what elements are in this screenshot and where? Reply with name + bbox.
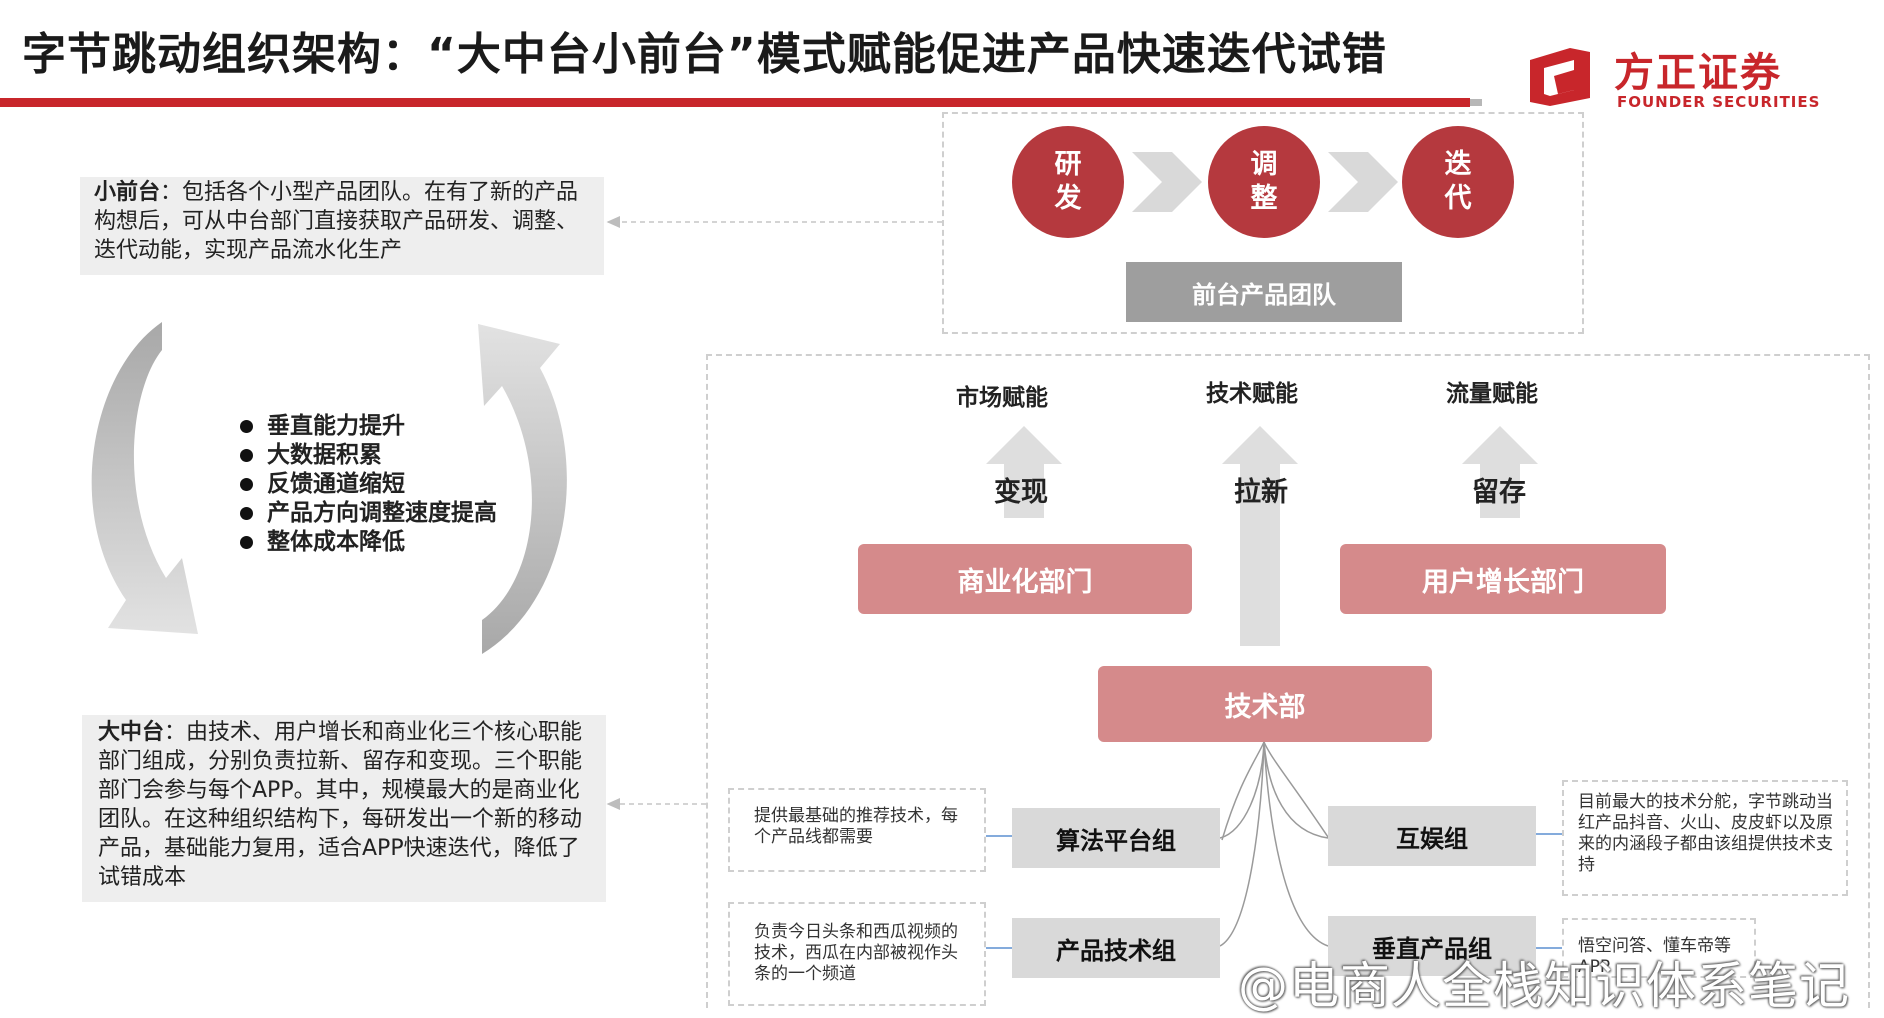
front-team-container: [942, 112, 1584, 334]
acquire-label: 拉新: [1234, 477, 1288, 508]
big-middle-note-title: 大中台: [98, 720, 165, 745]
step-adjust-circle: 调整: [1208, 126, 1320, 238]
list-item: 产品方向调整速度提高: [240, 499, 497, 528]
small-front-note-text: ：包括各个小型产品团队。在有了新的产品构想后，可从中台部门直接获取产品研发、调整…: [94, 180, 579, 263]
chevron-right-icon: [1328, 152, 1398, 212]
market-empower-label: 市场赋能: [956, 385, 1048, 411]
tech-dept-box: 技术部: [1098, 666, 1432, 742]
cycle-arrows: [91, 322, 567, 654]
list-item: 整体成本降低: [240, 528, 497, 557]
growth-dept-box: 用户增长部门: [1340, 544, 1666, 614]
vertical-group-desc: 悟空问答、懂车帝等APP: [1562, 918, 1756, 978]
traffic-empower-label: 流量赋能: [1446, 381, 1538, 407]
front-team-label: 前台产品团队: [1126, 262, 1402, 322]
algo-group-box: 算法平台组: [1012, 808, 1220, 868]
chevron-right-icon: [1132, 152, 1202, 212]
cycle-arrow-left: [91, 322, 198, 634]
tech-empower-label: 技术赋能: [1206, 381, 1298, 407]
list-item: 反馈通道缩短: [240, 470, 497, 499]
bullet-icon: [240, 478, 253, 491]
entertainment-group-box: 互娱组: [1328, 806, 1536, 866]
title-underline-accent: [1470, 99, 1482, 106]
title-underline: [0, 98, 1470, 107]
product-tech-group-box: 产品技术组: [1012, 918, 1220, 978]
big-middle-note: 大中台：由技术、用户增长和商业化三个核心职能部门组成，分别负责拉新、留存和变现。…: [82, 715, 606, 902]
logo-text-en: FOUNDER SECURITIES: [1617, 93, 1821, 111]
product-tech-group-desc: 负责今日头条和西瓜视频的技术，西瓜在内部被视作头条的一个频道: [728, 902, 986, 1006]
middle-platform-container: [706, 354, 1870, 1008]
desc-connectors: [986, 833, 1562, 949]
arrow-up-icon: [986, 426, 1062, 518]
big-middle-note-text: ：由技术、用户增长和商业化三个核心职能部门组成，分别负责拉新、留存和变现。三个职…: [98, 720, 583, 890]
small-front-note-title: 小前台: [94, 180, 161, 205]
bullet-icon: [240, 536, 253, 549]
bullet-icon: [240, 507, 253, 520]
small-front-note: 小前台：包括各个小型产品团队。在有了新的产品构想后，可从中台部门直接获取产品研发…: [80, 177, 604, 275]
cycle-bullet-list: 垂直能力提升 大数据积累 反馈通道缩短 产品方向调整速度提高 整体成本降低: [240, 412, 497, 557]
bullet-icon: [240, 449, 253, 462]
tech-tree-lines: [1219, 741, 1331, 947]
page-title: 字节跳动组织架构：“大中台小前台”模式赋能促进产品快速迭代试错: [22, 29, 1387, 80]
arrow-up-icon: [1222, 426, 1298, 646]
watermark-text: @电商人全栈知识体系笔记: [1238, 957, 1850, 1015]
founder-logo-icon: [1530, 48, 1590, 106]
step-iterate-circle: 迭代: [1402, 126, 1514, 238]
algo-group-desc: 提供最基础的推荐技术，每个产品线都需要: [728, 788, 986, 872]
entertainment-group-desc: 目前最大的技术分舵，字节跳动当红产品抖音、火山、皮皮虾以及原来的内涵段子都由该组…: [1562, 780, 1848, 896]
monetize-label: 变现: [994, 477, 1048, 508]
logo-text-cn: 方正证券: [1614, 50, 1782, 96]
list-item: 垂直能力提升: [240, 412, 497, 441]
list-item: 大数据积累: [240, 441, 497, 470]
commercial-dept-box: 商业化部门: [858, 544, 1192, 614]
bullet-icon: [240, 420, 253, 433]
cycle-arrow-right: [478, 324, 567, 654]
vertical-group-box: 垂直产品组: [1328, 916, 1536, 976]
step-develop-circle: 研发: [1012, 126, 1124, 238]
retain-label: 留存: [1472, 477, 1526, 508]
arrow-up-icon: [1462, 426, 1538, 518]
